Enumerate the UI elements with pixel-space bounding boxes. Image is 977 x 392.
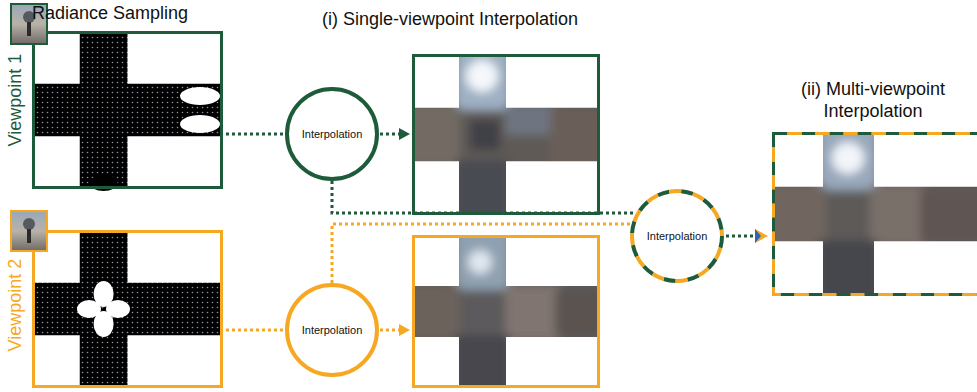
interpolation-circle: Interpolation: [629, 188, 725, 284]
circle-stroke: [632, 191, 722, 281]
node-text: Interpolation: [647, 230, 708, 243]
interpolation-circle: Interpolation: [284, 282, 380, 378]
circle-stroke: [287, 89, 377, 179]
viewpoint-label: Viewpoint 2: [4, 235, 26, 375]
viewpoint-label: Viewpoint 1: [4, 30, 26, 170]
panel-heading: Radiance Sampling: [32, 2, 252, 24]
interpolation-circle: Interpolation: [284, 86, 380, 182]
node-text: Interpolation: [302, 128, 363, 141]
dotted-connector: [332, 224, 632, 283]
panel-heading: (ii) Multi-viewpoint Interpolation: [778, 78, 968, 122]
node-text: Interpolation: [302, 324, 363, 337]
panel-heading: (i) Single-viewpoint Interpolation: [300, 8, 600, 30]
circle-stroke: [287, 285, 377, 375]
circle-stroke: [632, 191, 722, 281]
dotted-connector: [332, 181, 636, 213]
